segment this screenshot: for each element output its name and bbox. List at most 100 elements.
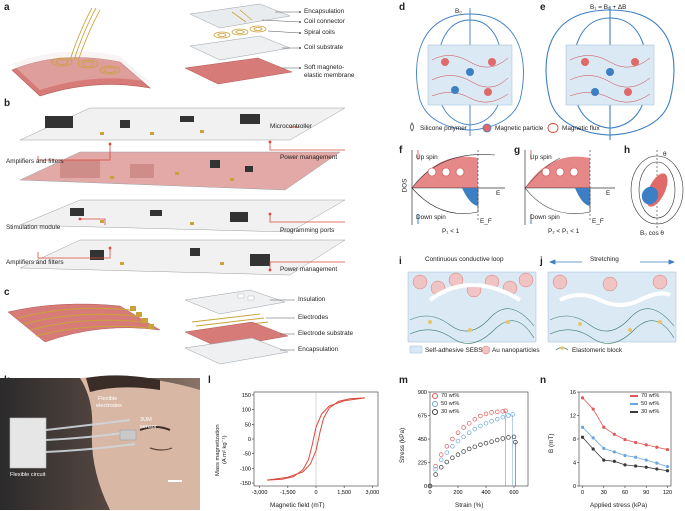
m-point-1-4 [450, 444, 455, 449]
m-point-0-12 [494, 409, 500, 415]
m-point-2-11 [489, 439, 494, 444]
x-tick-label: -1,500 [280, 490, 296, 496]
panel-label-e: e [540, 2, 546, 13]
m-point-1-1 [433, 467, 438, 472]
y-tick-label: 450 [418, 437, 427, 443]
legend-silicone-polymer: Silicone polymer [420, 125, 467, 132]
x-tick-label: 0 [581, 490, 584, 496]
m-point-0-6 [461, 425, 466, 430]
label-electrodes: Electrodes [298, 314, 329, 321]
label-encapsulation-c: Encapsulation [298, 346, 339, 353]
m-point-1-9 [478, 423, 483, 429]
legend-marker [630, 403, 638, 405]
m-point-1-12 [494, 416, 500, 422]
hysteresis-branch-1 [267, 397, 365, 481]
n-point-2-0 [580, 435, 585, 439]
panel-label-h: h [624, 145, 631, 156]
legend-elastomeric-block: Elastomeric block [572, 347, 623, 354]
m-point-0-10 [483, 411, 489, 417]
n-point-1-5 [634, 455, 638, 459]
n-point-1-0 [580, 425, 585, 429]
m-point-2-3 [444, 459, 450, 465]
m-point-1-14 [506, 413, 511, 418]
m-point-2-15 [511, 434, 517, 440]
y-tick-label: 50 [245, 422, 251, 428]
n-point-1-4 [623, 453, 627, 458]
k-label-flexible: Flexible [98, 396, 118, 402]
legend-magnetic-particle: Magnetic particle [495, 125, 544, 132]
m-point-0-4 [450, 436, 455, 442]
n-point-0-7 [655, 445, 659, 449]
panel-label-m: m [399, 375, 408, 386]
legend-label: 70 wt% [441, 393, 460, 399]
panel-label-n: n [540, 375, 547, 386]
chart-n-legend-item: 50 wt% [630, 400, 659, 408]
legend-magnetic-flux: Magnetic flux [562, 125, 600, 132]
m-point-1-10 [483, 421, 489, 426]
n-point-2-7 [655, 467, 659, 471]
n-point-2-2 [602, 458, 606, 462]
m-point-2-7 [466, 446, 472, 452]
n-point-0-0 [580, 396, 585, 400]
chart-l-ylabel-2: (A m² kg⁻¹) [222, 435, 228, 464]
m-point-2-6 [461, 449, 466, 454]
chart-n-legend: 70 wt%50 wt%30 wt% [630, 392, 659, 416]
x-tick-label: 0 [314, 490, 317, 496]
y-tick-label: 12 [570, 414, 576, 420]
m-point-2-8 [472, 444, 478, 450]
x-tick-label: 30 [601, 490, 607, 496]
legend-label: 30 wt% [441, 409, 460, 415]
k-label-3um: 3UM [140, 417, 152, 423]
f-down-spin: Down spin [416, 214, 446, 221]
n-point-1-1 [591, 436, 595, 440]
legend-label: 50 wt% [641, 401, 660, 407]
x-tick-label: 200 [453, 490, 462, 496]
k-label-sensor: sensor [140, 424, 157, 430]
m-point-2-9 [478, 442, 483, 447]
y-tick-label: -150 [240, 481, 251, 487]
label-elastic-membrane: elastic membrane [304, 72, 355, 79]
field-b1-label: B₁ = B₀ + ΔB [590, 4, 627, 11]
n-point-2-5 [634, 464, 638, 468]
x-tick-label: 1,500 [337, 490, 351, 496]
x-tick-label: 3,000 [365, 490, 379, 496]
y-tick-label: 4 [573, 461, 576, 467]
g-up-spin: Up spin [530, 154, 552, 161]
m-point-1-5 [455, 438, 461, 444]
y-tick-label: 150 [242, 393, 251, 399]
f-energy-label: E [496, 190, 501, 197]
y-tick-label: 100 [242, 408, 251, 414]
m-point-1-2 [438, 457, 444, 463]
m-point-2-14 [506, 435, 511, 440]
label-coil-substrate: Coil substrate [304, 44, 344, 51]
n-point-0-8 [665, 447, 670, 452]
m-point-2-0 [427, 483, 433, 489]
f-polarization: P₁ < 1 [442, 228, 460, 235]
g-polarization: P₂ < P₁ < 1 [548, 228, 580, 235]
chart-n-legend-item: 30 wt% [630, 408, 659, 416]
label-power-management-2: Power management [280, 266, 338, 273]
legend-label: 30 wt% [641, 409, 660, 415]
i-title: Continuous conductive loop [425, 256, 504, 263]
k-label-flexible-circuit: Flexible circuit [10, 472, 46, 478]
legend-label: 50 wt% [441, 401, 460, 407]
x-tick-label: 400 [481, 490, 490, 496]
panel-label-d: d [399, 2, 406, 13]
k-label-electrodes: electrodes [96, 403, 122, 409]
chart-m-legend: 70 wt% 50 wt% 30 wt% [432, 392, 459, 416]
x-tick-label: 60 [622, 490, 628, 496]
m-point-2-5 [455, 452, 461, 457]
label-power-management-1: Power management [280, 154, 338, 161]
y-tick-label: 16 [570, 390, 576, 396]
y-tick-label: 8 [573, 437, 576, 443]
m-point-0-11 [489, 410, 494, 415]
h-theta-label: θ [663, 151, 667, 158]
chart-m-xlabel: Strain (%) [455, 502, 484, 509]
n-point-2-4 [623, 463, 627, 467]
n-point-1-3 [612, 450, 616, 454]
